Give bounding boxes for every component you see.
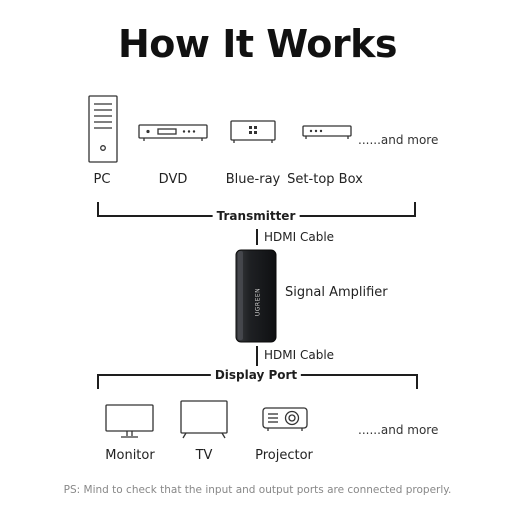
source-label-dvd: DVD [158,172,188,187]
bluray-player-icon [230,120,276,143]
set-top-box-icon [302,125,352,139]
monitor-icon [105,404,154,438]
display-label-projector: Projector [255,448,313,463]
display-bracket-left-tick [97,374,99,389]
display-label-tv: TV [195,448,213,463]
sources-more-label: ......and more [358,133,439,147]
cable-top-label: HDMI Cable [264,230,335,244]
displays-more-label: ......and more [358,423,439,437]
tv-icon [180,400,228,439]
footer-note: PS: Mind to check that the input and out… [63,484,452,496]
cable-top-connector [256,229,258,245]
source-label-pc: PC [93,172,111,187]
source-label-bluray: Blue-ray [225,172,281,187]
display-label-monitor: Monitor [105,448,155,463]
amplifier-label: Signal Amplifier [285,285,388,300]
amplifier-brand-label: UGREEN [254,287,262,317]
projector-icon [262,407,308,431]
cable-bottom-label: HDMI Cable [264,348,335,362]
page-title: How It Works [117,22,398,66]
transmitter-label: Transmitter [212,209,300,223]
source-label-settop: Set-top Box [287,172,363,187]
cable-bottom-connector [256,346,258,366]
transmitter-bracket-right-tick [414,202,416,216]
transmitter-bracket-left-tick [97,202,99,216]
display-bracket-right-tick [416,374,418,389]
display-port-label: Display Port [210,368,302,382]
pc-tower-icon [88,95,118,163]
signal-amplifier-icon [235,249,277,343]
dvd-player-icon [138,124,208,141]
